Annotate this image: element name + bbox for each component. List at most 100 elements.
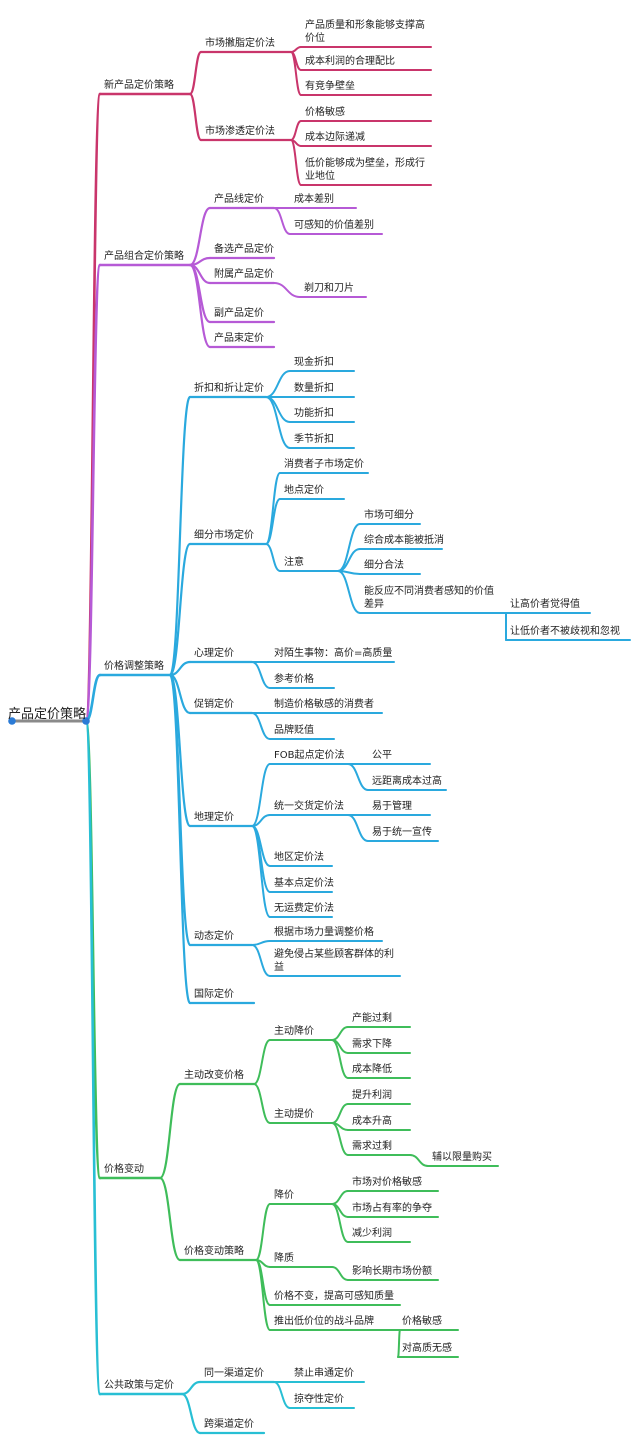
- node-label-2-5-0[interactable]: 根据市场力量调整价格: [274, 927, 374, 938]
- connector-3-1-3: [255, 1259, 271, 1331]
- node-label-0-0-2[interactable]: 有竞争壁垒: [305, 81, 355, 92]
- node-label-4-1[interactable]: 跨渠道定价: [204, 1419, 254, 1430]
- node-label-2-4-0[interactable]: FOB起点定价法: [274, 750, 345, 761]
- node-label-0[interactable]: 新产品定价策略: [104, 80, 174, 91]
- node-label-3-0-1[interactable]: 主动提价: [274, 1109, 314, 1120]
- connector-0-0-2: [290, 51, 302, 96]
- node-label-1-1[interactable]: 备选产品定价: [214, 244, 274, 255]
- node-label-2-2[interactable]: 心理定价: [194, 648, 234, 659]
- node-label-3-1-2[interactable]: 价格不变，提高可感知质量: [274, 1291, 394, 1302]
- node-label-2-4[interactable]: 地理定价: [194, 812, 234, 823]
- node-label-2-2-1[interactable]: 参考价格: [274, 674, 314, 685]
- connector-3-0-1-2: [331, 1122, 349, 1156]
- node-label-1-0-1[interactable]: 可感知的价值差别: [294, 220, 374, 231]
- node-label-3-1-0-1[interactable]: 市场占有率的争夺: [352, 1203, 432, 1214]
- node-label-2-4-3[interactable]: 基本点定价法: [274, 878, 334, 889]
- node-label-2-4-1-0[interactable]: 易于管理: [372, 801, 412, 812]
- node-label-0-1[interactable]: 市场渗透定价法: [205, 126, 275, 137]
- root-node-label[interactable]: 产品定价策略: [8, 707, 87, 722]
- node-label-3-1-1-0[interactable]: 影响长期市场份额: [352, 1266, 432, 1277]
- connector-2-6: [168, 673, 192, 1005]
- node-label-3-0-0-0[interactable]: 产能过剩: [352, 1013, 392, 1024]
- node-label-4-0[interactable]: 同一渠道定价: [204, 1368, 264, 1379]
- node-label-4-0-0[interactable]: 禁止串通定价: [294, 1368, 354, 1379]
- connector-1-0: [188, 206, 212, 267]
- node-label-1-4[interactable]: 产品束定价: [214, 333, 264, 344]
- node-label-2-5[interactable]: 动态定价: [194, 931, 234, 942]
- node-label-3-0-0[interactable]: 主动降价: [274, 1026, 314, 1037]
- node-label-2-4-2[interactable]: 地区定价法: [274, 852, 324, 863]
- node-label-2-1-2-1[interactable]: 综合成本能被抵消: [364, 535, 444, 546]
- node-label-3-0-1-1[interactable]: 成本升高: [352, 1116, 392, 1127]
- node-label-2-1-2-2[interactable]: 细分合法: [364, 560, 404, 571]
- node-label-3-1-0-0[interactable]: 市场对价格敏感: [352, 1177, 422, 1188]
- node-label-2-1-1[interactable]: 地点定价: [284, 485, 324, 496]
- node-label-3-0-1-2[interactable]: 需求过剩: [352, 1141, 392, 1152]
- node-label-2-3-0[interactable]: 制造价格敏感的消费者: [274, 699, 374, 710]
- node-label-0-0-0[interactable]: 产品质量和形象能够支撑高价位: [305, 20, 425, 44]
- node-label-4-0-1[interactable]: 掠夺性定价: [294, 1394, 344, 1405]
- node-label-2-3-1[interactable]: 品牌贬值: [274, 725, 314, 736]
- connector-3-1: [158, 1176, 182, 1262]
- node-label-1-0[interactable]: 产品线定价: [214, 194, 264, 205]
- node-label-2[interactable]: 价格调整策略: [104, 661, 164, 672]
- node-label-4[interactable]: 公共政策与定价: [104, 1380, 174, 1391]
- node-label-3-0-0-2[interactable]: 成本降低: [352, 1064, 392, 1075]
- node-label-1-2[interactable]: 附属产品定价: [214, 269, 274, 280]
- node-label-3-1-0[interactable]: 降价: [274, 1190, 294, 1201]
- node-label-2-0-1[interactable]: 数量折扣: [294, 383, 334, 394]
- node-label-2-3[interactable]: 促销定价: [194, 699, 234, 710]
- node-label-1-0-0[interactable]: 成本差别: [294, 194, 334, 205]
- connector-3-0-0-2: [331, 1039, 349, 1079]
- node-label-2-4-4[interactable]: 无运费定价法: [274, 903, 334, 914]
- connector-2-1-2: [265, 543, 281, 572]
- node-label-3-0-1-2-0[interactable]: 辅以限量购买: [432, 1152, 492, 1163]
- node-label-2-4-0-1[interactable]: 远距离成本过高: [372, 776, 442, 787]
- connector-2-5-0: [251, 940, 271, 946]
- node-label-1-3[interactable]: 副产品定价: [214, 308, 264, 319]
- node-label-0-1-0[interactable]: 价格敏感: [305, 107, 345, 118]
- node-label-2-1-0[interactable]: 消费者子市场定价: [284, 459, 364, 470]
- node-label-2-2-0[interactable]: 对陌生事物：高价=高质量: [274, 648, 393, 659]
- node-label-2-1-2-3-1[interactable]: 让低价者不被歧视和忽视: [510, 626, 620, 637]
- node-label-2-1-2-3-0[interactable]: 让高价者觉得值: [510, 599, 580, 610]
- node-label-3-0-0-1[interactable]: 需求下降: [352, 1039, 392, 1050]
- node-label-3-0[interactable]: 主动改变价格: [184, 1070, 244, 1081]
- node-label-2-0-3[interactable]: 季节折扣: [294, 434, 334, 445]
- node-label-2-0-2[interactable]: 功能折扣: [294, 408, 334, 419]
- node-label-2-1-2-0[interactable]: 市场可细分: [364, 510, 414, 521]
- node-label-2-0[interactable]: 折扣和折让定价: [194, 383, 264, 394]
- node-label-2-4-1-1[interactable]: 易于统一宣传: [372, 827, 432, 838]
- node-label-2-1-2-3[interactable]: 能反应不同消费者感知的价值差异: [364, 586, 494, 610]
- connector-2-4-0-1: [347, 763, 369, 791]
- node-label-2-1[interactable]: 细分市场定价: [194, 530, 254, 541]
- connector-2-1-1: [265, 498, 281, 545]
- node-label-1-2-0[interactable]: 剃刀和刀片: [304, 283, 354, 294]
- node-label-0-0-1[interactable]: 成本利润的合理配比: [305, 56, 395, 67]
- node-label-3[interactable]: 价格变动: [104, 1164, 144, 1175]
- node-label-2-4-1[interactable]: 统一交货定价法: [274, 801, 344, 812]
- node-label-2-1-2[interactable]: 注意: [284, 557, 304, 568]
- node-label-1[interactable]: 产品组合定价策略: [104, 251, 184, 262]
- node-label-2-4-0-0[interactable]: 公平: [372, 750, 392, 761]
- connector-0: [84, 92, 102, 723]
- node-label-0-1-1[interactable]: 成本边际递减: [305, 132, 365, 143]
- node-label-3-1-3-1[interactable]: 对高质无感: [402, 1343, 452, 1354]
- node-label-3-0-1-0[interactable]: 提升利润: [352, 1090, 392, 1101]
- node-label-3-1-1[interactable]: 降质: [274, 1253, 294, 1264]
- node-label-3-1-3[interactable]: 推出低价位的战斗品牌: [274, 1316, 374, 1327]
- node-label-2-6[interactable]: 国际定价: [194, 989, 234, 1000]
- connector-3-0-1-0: [331, 1103, 349, 1124]
- node-label-3-1-0-2[interactable]: 减少利润: [352, 1228, 392, 1239]
- connector-4-1: [180, 1392, 202, 1435]
- node-label-2-5-1[interactable]: 避免侵占某些顾客群体的利益: [274, 949, 394, 973]
- node-label-3-1[interactable]: 价格变动策略: [184, 1246, 244, 1257]
- connector-0-1: [188, 92, 203, 142]
- connector-0-1-2: [290, 139, 302, 186]
- node-label-3-1-3-0[interactable]: 价格敏感: [402, 1316, 442, 1327]
- node-label-2-0-0[interactable]: 现金折扣: [294, 357, 334, 368]
- connector-1-0-1: [273, 207, 291, 235]
- node-label-0-0[interactable]: 市场撇脂定价法: [205, 38, 275, 49]
- node-label-0-1-2[interactable]: 低价能够成为壁垒，形成行业地位: [305, 158, 425, 182]
